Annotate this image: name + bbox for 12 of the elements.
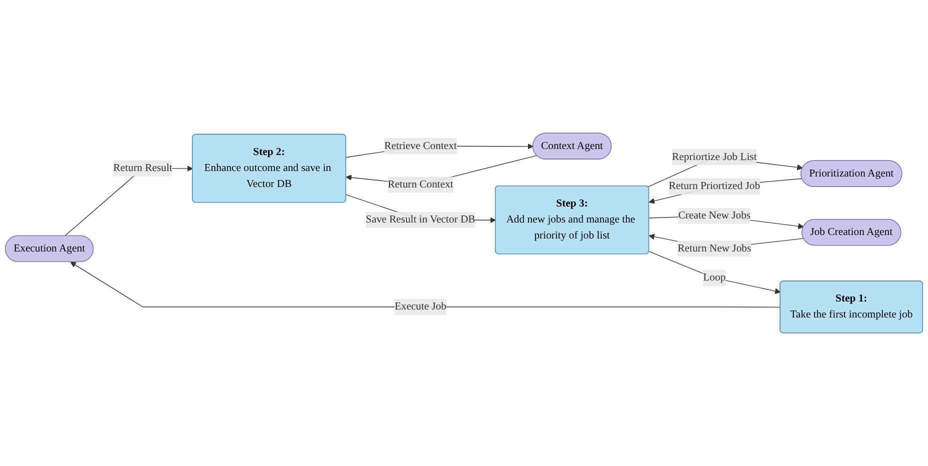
- edge-label: Repriortize Job List: [672, 151, 757, 162]
- edge-label: Retrieve Context: [384, 140, 457, 152]
- edge-label: Loop: [703, 272, 726, 284]
- arrow: [70, 262, 781, 308]
- edge-label: Save Result in Vector DB: [366, 214, 476, 226]
- edge-label: Create New Jobs: [678, 210, 751, 222]
- edge-label: Return Priortized Job: [668, 180, 760, 192]
- arrow: [648, 251, 781, 294]
- edge-label: Execute Job: [394, 300, 446, 312]
- edge-label: Return New Jobs: [678, 242, 752, 254]
- edge-label: Return Context: [388, 178, 454, 190]
- edge-label: Return Result: [113, 162, 172, 174]
